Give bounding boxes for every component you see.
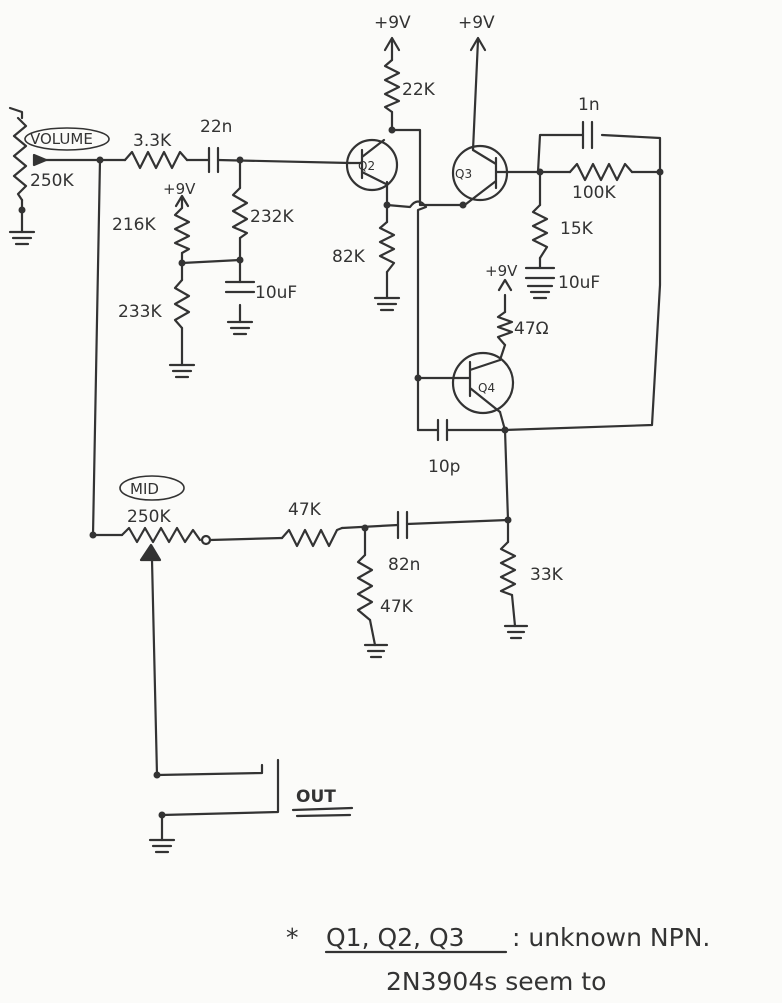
volume-label-oval: [24, 127, 110, 151]
transistor-q2: [345, 138, 399, 192]
c-22n-label: 22n: [200, 117, 232, 137]
supply-9v-a: +9V: [163, 180, 196, 198]
supply-9v-b: +9V: [374, 13, 411, 33]
transistor-q4: [451, 351, 515, 415]
c-1n-label: 1n: [578, 95, 600, 115]
out-underline: [291, 806, 354, 818]
q2-label: Q2: [358, 159, 375, 173]
transistor-q3: [451, 144, 509, 206]
r-82k-label: 82K: [332, 247, 366, 267]
grounds: [8, 230, 554, 854]
volume-label: VOLUME: [30, 130, 93, 148]
r-47ohm-label: 47Ω: [514, 319, 549, 339]
r-232k-label: 232K: [250, 207, 294, 227]
volume-pot-value: 250K: [30, 171, 74, 191]
r-100k-label: 100K: [572, 183, 616, 203]
supply-arrows: [32, 36, 513, 562]
capacitors: [207, 120, 594, 540]
mid-label-oval: [119, 475, 185, 501]
footnote-text: : unknown NPN.: [512, 923, 710, 952]
footnote-parts: Q1, Q2, Q3: [326, 923, 465, 952]
footnote-asterisk: *: [286, 923, 299, 952]
resistors: [12, 58, 634, 622]
r-233k-label: 233K: [118, 302, 162, 322]
r-47k-b-label: 47K: [380, 597, 414, 617]
r-22k-label: 22K: [402, 80, 436, 100]
r-216k-label: 216K: [112, 215, 156, 235]
r-3k3-label: 3.3K: [133, 131, 172, 151]
c-82n-label: 82n: [388, 555, 420, 575]
r-15k-label: 15K: [560, 219, 594, 239]
c-10uf-b-label: 10uF: [558, 273, 600, 293]
out-label: OUT: [296, 787, 336, 807]
supply-9v-d: +9V: [485, 262, 518, 280]
footnote: * Q1, Q2, Q3 : unknown NPN. 2N3904s seem…: [286, 923, 710, 996]
junctions: [18, 126, 664, 819]
c-10uf-a-label: 10uF: [255, 283, 297, 303]
labels: VOLUME 250K 3.3K 22n +9V 216K 232K 233K …: [30, 13, 616, 818]
r-47k-a-label: 47K: [288, 500, 322, 520]
mid-label: MID: [130, 480, 159, 498]
c-10p-label: 10p: [428, 457, 460, 477]
mid-pot-value: 250K: [127, 507, 171, 527]
q3-label: Q3: [455, 167, 472, 181]
footnote-line2: 2N3904s seem to: [386, 967, 606, 996]
r-33k-label: 33K: [530, 565, 564, 585]
supply-9v-c: +9V: [458, 13, 495, 33]
q4-label: Q4: [478, 381, 495, 395]
wires: [8, 38, 662, 842]
